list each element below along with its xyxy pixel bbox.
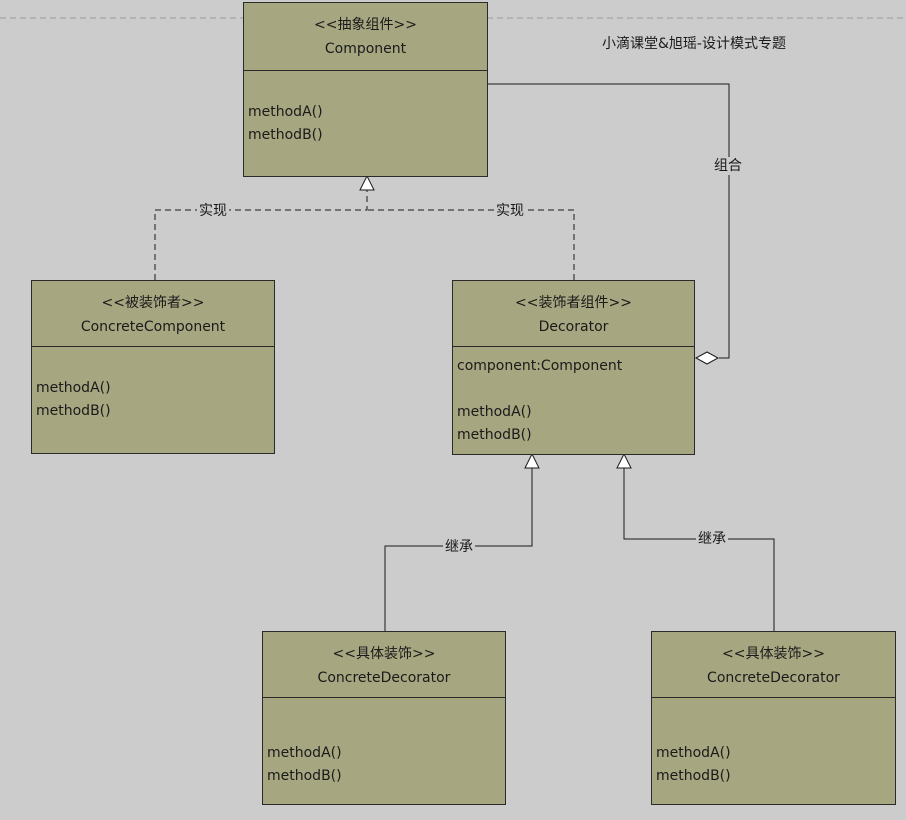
inheritance-label-left: 继承 [443, 538, 475, 556]
realization-edge-right [367, 209, 575, 280]
class-concrete-decorator-2[interactable]: <<具体装饰>> ConcreteDecorator methodA() met… [651, 631, 896, 805]
class-members: component:Component methodA() methodB() [453, 347, 694, 447]
composition-diamond [694, 351, 720, 365]
method-item: methodA() [36, 380, 111, 396]
class-methods: methodA() methodB() [32, 347, 274, 423]
class-header: <<具体装饰>> ConcreteDecorator [263, 632, 505, 698]
class-concrete-component[interactable]: <<被装饰者>> ConcreteComponent methodA() met… [31, 280, 275, 454]
class-name: Component [324, 41, 407, 57]
composition-edge [487, 83, 730, 359]
realization-label-left: 实现 [197, 202, 229, 220]
inheritance-edge-right [623, 468, 775, 631]
class-stereotype: <<装饰者组件>> [515, 295, 632, 311]
method-item: methodB() [656, 768, 731, 784]
realization-label-right: 实现 [494, 202, 526, 220]
class-name: ConcreteDecorator [317, 670, 451, 686]
inheritance-arrowhead-left [524, 452, 540, 469]
class-decorator[interactable]: <<装饰者组件>> Decorator component:Component … [452, 280, 695, 455]
class-header: <<抽象组件>> Component [244, 3, 487, 71]
method-item: methodA() [267, 745, 342, 761]
class-component[interactable]: <<抽象组件>> Component methodA() methodB() [243, 2, 488, 177]
class-name: ConcreteComponent [80, 319, 226, 335]
realization-arrowhead [359, 174, 375, 191]
class-stereotype: <<抽象组件>> [314, 17, 417, 33]
inheritance-arrowhead-right [616, 452, 632, 469]
realization-edge-left [154, 190, 368, 280]
composition-label: 组合 [712, 157, 744, 175]
method-item: methodA() [656, 745, 731, 761]
diagram-title: 小滴课堂&旭瑶-设计模式专题 [602, 36, 786, 52]
method-item: methodA() [248, 104, 323, 120]
method-item: methodB() [457, 427, 532, 443]
class-name: Decorator [538, 319, 609, 335]
class-name: ConcreteDecorator [707, 670, 840, 686]
class-header: <<装饰者组件>> Decorator [453, 281, 694, 347]
class-header: <<被装饰者>> ConcreteComponent [32, 281, 274, 347]
attribute-item: component:Component [457, 358, 623, 374]
class-methods: methodA() methodB() [244, 71, 487, 147]
class-stereotype: <<被装饰者>> [101, 295, 205, 311]
class-stereotype: <<具体装饰>> [332, 646, 436, 662]
class-header: <<具体装饰>> ConcreteDecorator [652, 632, 895, 698]
method-item: methodB() [248, 127, 323, 143]
class-methods: methodA() methodB() [263, 698, 505, 788]
method-item: methodA() [457, 404, 532, 420]
method-item: methodB() [267, 768, 342, 784]
class-concrete-decorator-1[interactable]: <<具体装饰>> ConcreteDecorator methodA() met… [262, 631, 506, 805]
inheritance-label-right: 继承 [696, 530, 728, 548]
class-stereotype: <<具体装饰>> [722, 646, 825, 662]
method-item: methodB() [36, 403, 111, 419]
class-methods: methodA() methodB() [652, 698, 895, 788]
